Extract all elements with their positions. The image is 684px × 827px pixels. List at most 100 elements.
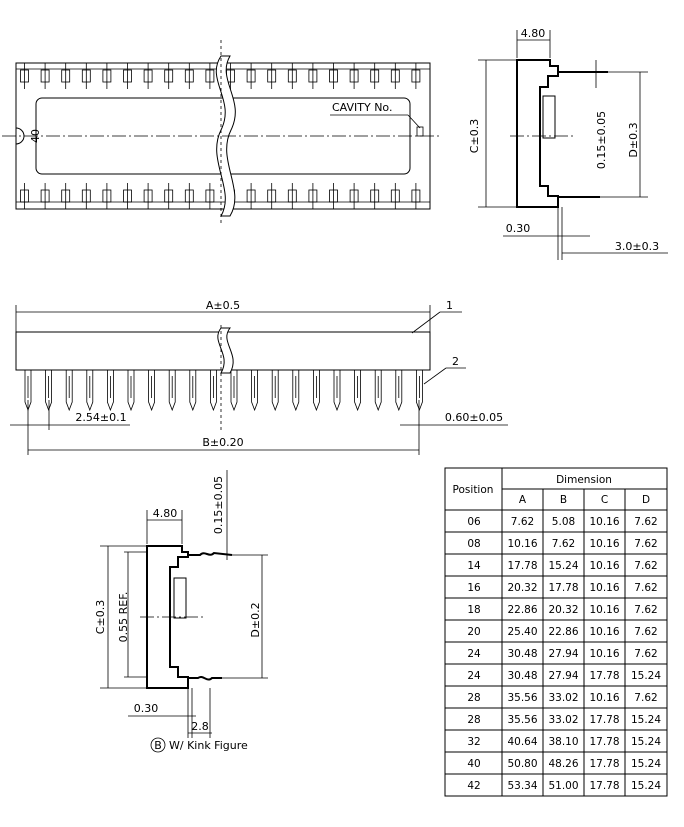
top-view: 40 CAVITY No.: [2, 40, 440, 225]
pitch-label: 2.54±0.1: [75, 411, 126, 424]
front-pin: [86, 370, 94, 412]
table-value-cell: 10.16: [589, 626, 619, 638]
table-value-cell: 15.24: [631, 736, 661, 748]
table-position-cell: 08: [467, 538, 480, 550]
table-position-cell: 28: [467, 714, 480, 726]
cavity-marker: [416, 126, 424, 137]
table-value-cell: 15.24: [631, 670, 661, 682]
table-position-cell: 14: [467, 560, 481, 572]
table-value-cell: 30.48: [507, 670, 537, 682]
front-pin: [395, 370, 403, 412]
table-value-cell: 33.02: [548, 692, 578, 704]
table-value-cell: 20.32: [507, 582, 537, 594]
table-value-cell: 22.86: [507, 604, 537, 616]
table-value-cell: 7.62: [634, 626, 657, 638]
front-view-break: [217, 327, 234, 374]
table-value-cell: 7.62: [552, 538, 575, 550]
cavity-label: CAVITY No.: [332, 101, 392, 114]
a-dim-label: A±0.5: [206, 299, 240, 312]
table-position-cell: 16: [467, 582, 481, 594]
table-dimension-header: Dimension: [556, 474, 612, 486]
table-value-cell: 15.24: [631, 758, 661, 770]
kink-c-label: C±0.3: [94, 600, 107, 634]
table-value-cell: 15.24: [631, 780, 661, 792]
side-view-slot: [542, 95, 556, 139]
table-position-cell: 24: [467, 648, 481, 660]
kink-marker-circle: [150, 737, 166, 753]
table-value-cell: 17.78: [589, 736, 619, 748]
table-value-cell: 7.62: [634, 538, 657, 550]
table-value-cell: 10.16: [589, 538, 619, 550]
table-value-cell: 15.24: [548, 560, 578, 572]
table-value-cell: 10.16: [589, 560, 619, 572]
table-value-cell: 10.16: [589, 516, 619, 528]
kink-offset-label: 0.30: [134, 702, 159, 715]
front-pin: [168, 370, 176, 412]
side-offset-label: 0.30: [506, 222, 531, 235]
table-value-cell: 35.56: [507, 692, 537, 704]
side-mid-label: 0.15±0.05: [595, 111, 608, 169]
table-column-header: C: [601, 494, 608, 506]
table-position-cell: 06: [467, 516, 481, 528]
table-value-cell: 15.24: [631, 714, 661, 726]
front-pin: [292, 370, 300, 412]
kink-ref-label: 0.55 REF.: [117, 592, 130, 643]
kink-mid-label: 0.15±0.05: [212, 476, 225, 534]
table-value-cell: 10.16: [589, 648, 619, 660]
pin-width-label: 0.60±0.05: [445, 411, 503, 424]
side-view-profile: [516, 59, 559, 208]
table-value-cell: 10.16: [589, 582, 619, 594]
table-value-cell: 5.08: [552, 516, 575, 528]
front-pin: [107, 370, 114, 412]
front-view-pins: [24, 370, 423, 412]
table-value-cell: 35.56: [507, 714, 537, 726]
side-pin-length-label: 3.0±0.3: [615, 240, 659, 253]
kink-d-label: D±0.2: [249, 602, 262, 637]
table-value-cell: 30.48: [507, 648, 537, 660]
table-position-header: Position: [453, 484, 494, 496]
table-position-cell: 24: [467, 670, 481, 682]
table-column-header: B: [560, 494, 567, 506]
table-position-cell: 28: [467, 692, 480, 704]
table-value-cell: 7.62: [634, 582, 657, 594]
side-width-label: 4.80: [521, 27, 546, 40]
kink-width-label: 4.80: [153, 507, 178, 520]
callout-2-label: 2: [452, 355, 459, 368]
table-position-cell: 32: [467, 736, 480, 748]
side-c-label: C±0.3: [468, 119, 481, 153]
table-value-cell: 25.40: [507, 626, 537, 638]
b-dim-label: B±0.20: [202, 436, 243, 449]
kink-figure: 4.80 0.15±0.05 C±0.3 0.55 REF. D±0.2 0.3…: [94, 470, 268, 753]
table-value-cell: 50.80: [507, 758, 537, 770]
table-value-cell: 7.62: [634, 692, 657, 704]
table-value-cell: 7.62: [634, 516, 657, 528]
front-pin: [65, 370, 73, 412]
table-value-cell: 7.62: [634, 648, 657, 660]
front-pin: [148, 370, 155, 412]
front-pin: [333, 370, 341, 412]
table-position-cell: 20: [467, 626, 480, 638]
side-d-label: D±0.3: [627, 122, 640, 157]
pin-count-label: 40: [29, 129, 42, 143]
table-position-cell: 40: [467, 758, 480, 770]
table-value-cell: 17.78: [589, 670, 619, 682]
front-pin: [354, 370, 361, 412]
kink-2-8-label: 2.8: [191, 720, 209, 733]
table-position-cell: 18: [467, 604, 480, 616]
table-column-header: D: [642, 494, 650, 506]
table-value-cell: 10.16: [589, 692, 619, 704]
table-value-cell: 38.10: [548, 736, 578, 748]
top-view-pins: [20, 63, 421, 209]
table-rows: 06 7.62 5.08 10.16 7.62 08 10.16 7.62 10.16 7.62 1…: [445, 516, 667, 792]
front-pin: [251, 370, 258, 412]
table-value-cell: 33.02: [548, 714, 578, 726]
kink-caption: W/ Kink Figure: [169, 739, 248, 752]
notch: [15, 127, 25, 145]
table-value-cell: 40.64: [507, 736, 537, 748]
front-pin: [127, 370, 135, 412]
kink-lead-bottom: [188, 676, 222, 681]
front-pin: [189, 370, 197, 412]
front-pin: [313, 370, 320, 412]
